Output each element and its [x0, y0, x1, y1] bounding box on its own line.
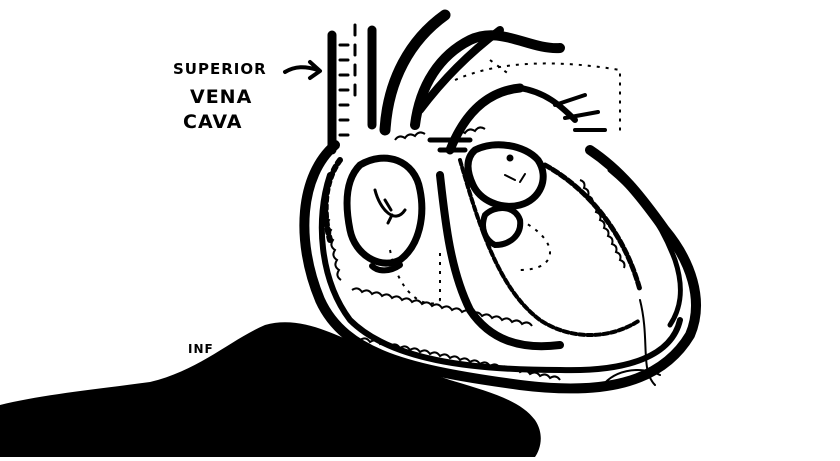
svc-pointer-arrow: [283, 60, 322, 80]
right-atrium: [322, 154, 426, 267]
mitral-valve: [480, 205, 524, 249]
label-cava: CAVA: [183, 111, 243, 133]
label-vena: VENA: [190, 86, 253, 108]
heart-outer-wall: [299, 140, 701, 394]
label-inferior-partial: INF: [188, 342, 214, 356]
aortic-arch: [379, 9, 607, 155]
left-atrium: [464, 141, 547, 210]
myocardium-texture: [322, 126, 626, 381]
shadow-blob: [0, 322, 541, 457]
superior-vena-cava-vessel: [327, 23, 377, 155]
blood-flow-dotted-lines: [389, 59, 621, 305]
label-superior: SUPERIOR: [173, 60, 267, 78]
ventricle-walls: [369, 137, 643, 351]
